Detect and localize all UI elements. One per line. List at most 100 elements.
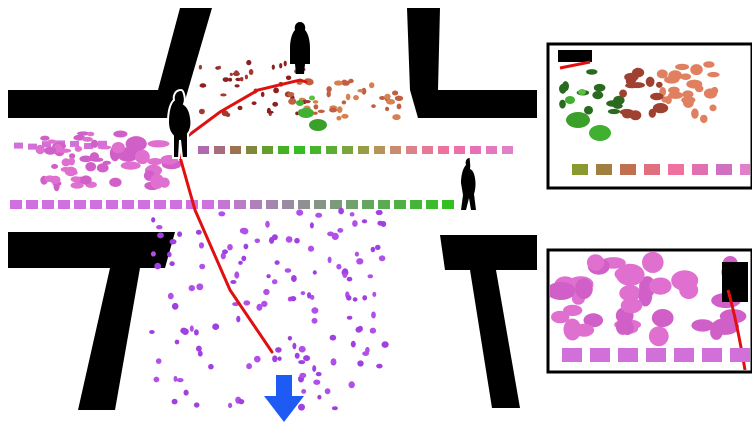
particle bbox=[155, 358, 162, 364]
particle bbox=[619, 285, 641, 302]
particle bbox=[284, 268, 292, 273]
crosswalk-tile bbox=[198, 146, 209, 154]
crosswalk-tile bbox=[84, 143, 93, 150]
particle bbox=[559, 99, 566, 109]
particle bbox=[353, 95, 359, 101]
crosswalk-tile bbox=[122, 200, 134, 209]
particle bbox=[317, 394, 322, 400]
particle bbox=[70, 182, 84, 189]
particle bbox=[238, 399, 245, 405]
trajectory-line bbox=[183, 78, 308, 140]
particle bbox=[386, 99, 396, 105]
particle bbox=[700, 114, 708, 124]
particle bbox=[149, 330, 155, 334]
particle bbox=[584, 105, 593, 115]
particle bbox=[394, 95, 404, 102]
crosswalk-tile bbox=[346, 200, 358, 209]
particle bbox=[236, 315, 241, 323]
particle bbox=[354, 251, 359, 257]
particle bbox=[298, 345, 306, 353]
particle bbox=[671, 270, 699, 291]
particle bbox=[336, 115, 342, 121]
particle bbox=[575, 278, 593, 300]
particle bbox=[680, 73, 692, 80]
particle bbox=[348, 78, 354, 84]
particle-cloud-lower bbox=[149, 207, 389, 411]
arrow-down-icon bbox=[264, 375, 304, 422]
crosswalk-tile bbox=[14, 142, 23, 149]
particle bbox=[238, 260, 243, 265]
particle bbox=[649, 277, 672, 295]
crosswalk-tile bbox=[668, 164, 684, 175]
particle bbox=[392, 114, 401, 121]
particle bbox=[327, 256, 332, 263]
particle bbox=[703, 88, 718, 99]
trajectory-line-lower bbox=[176, 148, 274, 354]
particle bbox=[691, 319, 714, 332]
particle bbox=[642, 252, 664, 273]
particle bbox=[198, 108, 205, 115]
particle bbox=[109, 177, 122, 187]
road-upper-left-horizontal bbox=[8, 90, 188, 118]
particle bbox=[285, 236, 293, 243]
particle bbox=[312, 111, 318, 115]
crosswalk-tile bbox=[620, 164, 636, 175]
particle bbox=[272, 355, 278, 363]
particle bbox=[87, 131, 95, 137]
road-lower-left-horizontal bbox=[8, 232, 175, 268]
particle bbox=[313, 379, 321, 385]
particle bbox=[341, 79, 347, 85]
particle bbox=[357, 360, 364, 367]
crosswalk-tile bbox=[406, 146, 417, 154]
crosswalk-tile bbox=[442, 200, 454, 209]
crosswalk-tile bbox=[730, 348, 750, 362]
particle bbox=[263, 288, 270, 296]
particle bbox=[331, 406, 338, 411]
particle bbox=[378, 255, 386, 262]
particle bbox=[346, 295, 352, 301]
crosswalk-tile bbox=[378, 200, 390, 209]
crosswalk-tile bbox=[202, 200, 214, 209]
inset1-particle-cloud bbox=[559, 61, 720, 124]
particle bbox=[60, 167, 71, 172]
particle bbox=[271, 64, 275, 70]
particle bbox=[326, 86, 332, 93]
particle bbox=[664, 95, 672, 105]
particle bbox=[254, 238, 261, 244]
particle bbox=[376, 363, 383, 369]
particle bbox=[229, 72, 233, 76]
crosswalk-tile bbox=[502, 146, 513, 154]
particle bbox=[317, 109, 325, 114]
particle bbox=[334, 80, 343, 86]
crosswalk-tile bbox=[28, 143, 37, 150]
particle bbox=[169, 239, 177, 245]
crosswalk-tile bbox=[42, 141, 51, 148]
particle bbox=[253, 355, 261, 363]
particle bbox=[96, 163, 109, 173]
particle bbox=[90, 157, 104, 162]
particle bbox=[299, 372, 307, 379]
particle bbox=[239, 227, 247, 234]
particle bbox=[85, 162, 97, 172]
particle bbox=[361, 87, 367, 95]
crosswalk-tile bbox=[422, 146, 433, 154]
particle bbox=[607, 108, 621, 115]
particle bbox=[682, 90, 694, 99]
particle bbox=[193, 402, 200, 408]
crosswalk-tile bbox=[438, 146, 449, 154]
particle bbox=[371, 311, 376, 319]
particle bbox=[171, 398, 178, 405]
particle bbox=[150, 251, 156, 257]
particle bbox=[377, 220, 384, 226]
particle bbox=[361, 219, 368, 224]
crosswalk-tile bbox=[170, 200, 182, 209]
crosswalk-tile bbox=[326, 146, 337, 154]
particle bbox=[71, 170, 78, 175]
crosswalk-tile bbox=[266, 200, 278, 209]
particle bbox=[120, 161, 141, 170]
particle bbox=[199, 263, 206, 270]
crosswalk-tile bbox=[374, 146, 385, 154]
crosswalk-tile bbox=[70, 140, 79, 147]
particle bbox=[57, 148, 72, 153]
particle bbox=[296, 209, 304, 216]
